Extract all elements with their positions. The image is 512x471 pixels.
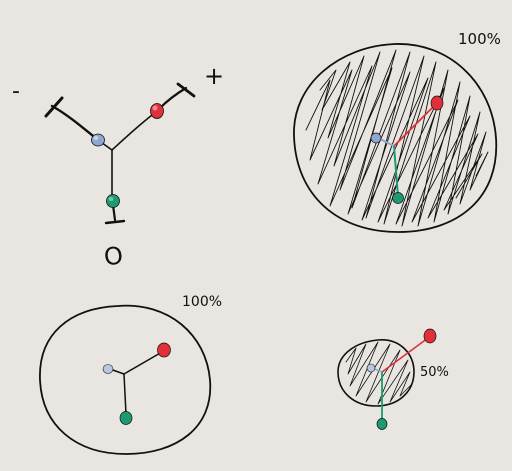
arm-green-empty	[123, 373, 127, 415]
arm-red-small	[381, 337, 429, 373]
green-knob-large	[392, 192, 404, 204]
cap-down	[104, 219, 126, 225]
bar-right	[158, 86, 188, 110]
green-knob-highlight	[108, 197, 114, 201]
percent-label-bottom-right: 50%	[420, 365, 449, 380]
arm-green-large	[393, 145, 399, 197]
diagram-empty-circle: 100%	[39, 294, 222, 455]
label-minus: -	[12, 79, 20, 104]
cap-left	[44, 96, 64, 118]
blue-knob-empty	[102, 364, 114, 374]
label-plus: +	[204, 62, 224, 90]
green-knob-small	[376, 418, 388, 430]
bar-left	[50, 104, 100, 142]
diagram-y-joystick: - + O	[12, 62, 224, 272]
diagram-large-filled-circle: 100%	[293, 30, 501, 233]
stem-right	[111, 111, 157, 151]
blue-knob-large	[370, 132, 382, 144]
arm-red-large	[393, 103, 437, 147]
scribble-fill-large	[305, 49, 489, 227]
arm-red-empty	[123, 351, 163, 375]
scribble-fill-small	[345, 341, 413, 405]
red-knob-small	[423, 328, 437, 344]
percent-label-top-right: 100%	[458, 30, 501, 48]
blue-knob-highlight	[93, 136, 99, 140]
green-knob-empty	[119, 411, 133, 425]
label-zero: O	[102, 241, 125, 271]
outer-circle-large	[293, 43, 498, 233]
red-knob	[150, 103, 164, 119]
blue-knob	[91, 133, 105, 147]
red-knob-large	[430, 95, 444, 111]
diagram-small-filled-circle: 50%	[337, 328, 449, 430]
red-knob-highlight	[152, 105, 158, 111]
outer-circle-small	[337, 339, 415, 407]
red-knob-empty	[157, 342, 171, 358]
cap-right	[176, 82, 196, 98]
outer-circle-empty	[39, 304, 212, 455]
blue-knob-small	[366, 363, 376, 373]
percent-label-bottom-left: 100%	[182, 294, 222, 310]
green-knob	[106, 194, 120, 208]
